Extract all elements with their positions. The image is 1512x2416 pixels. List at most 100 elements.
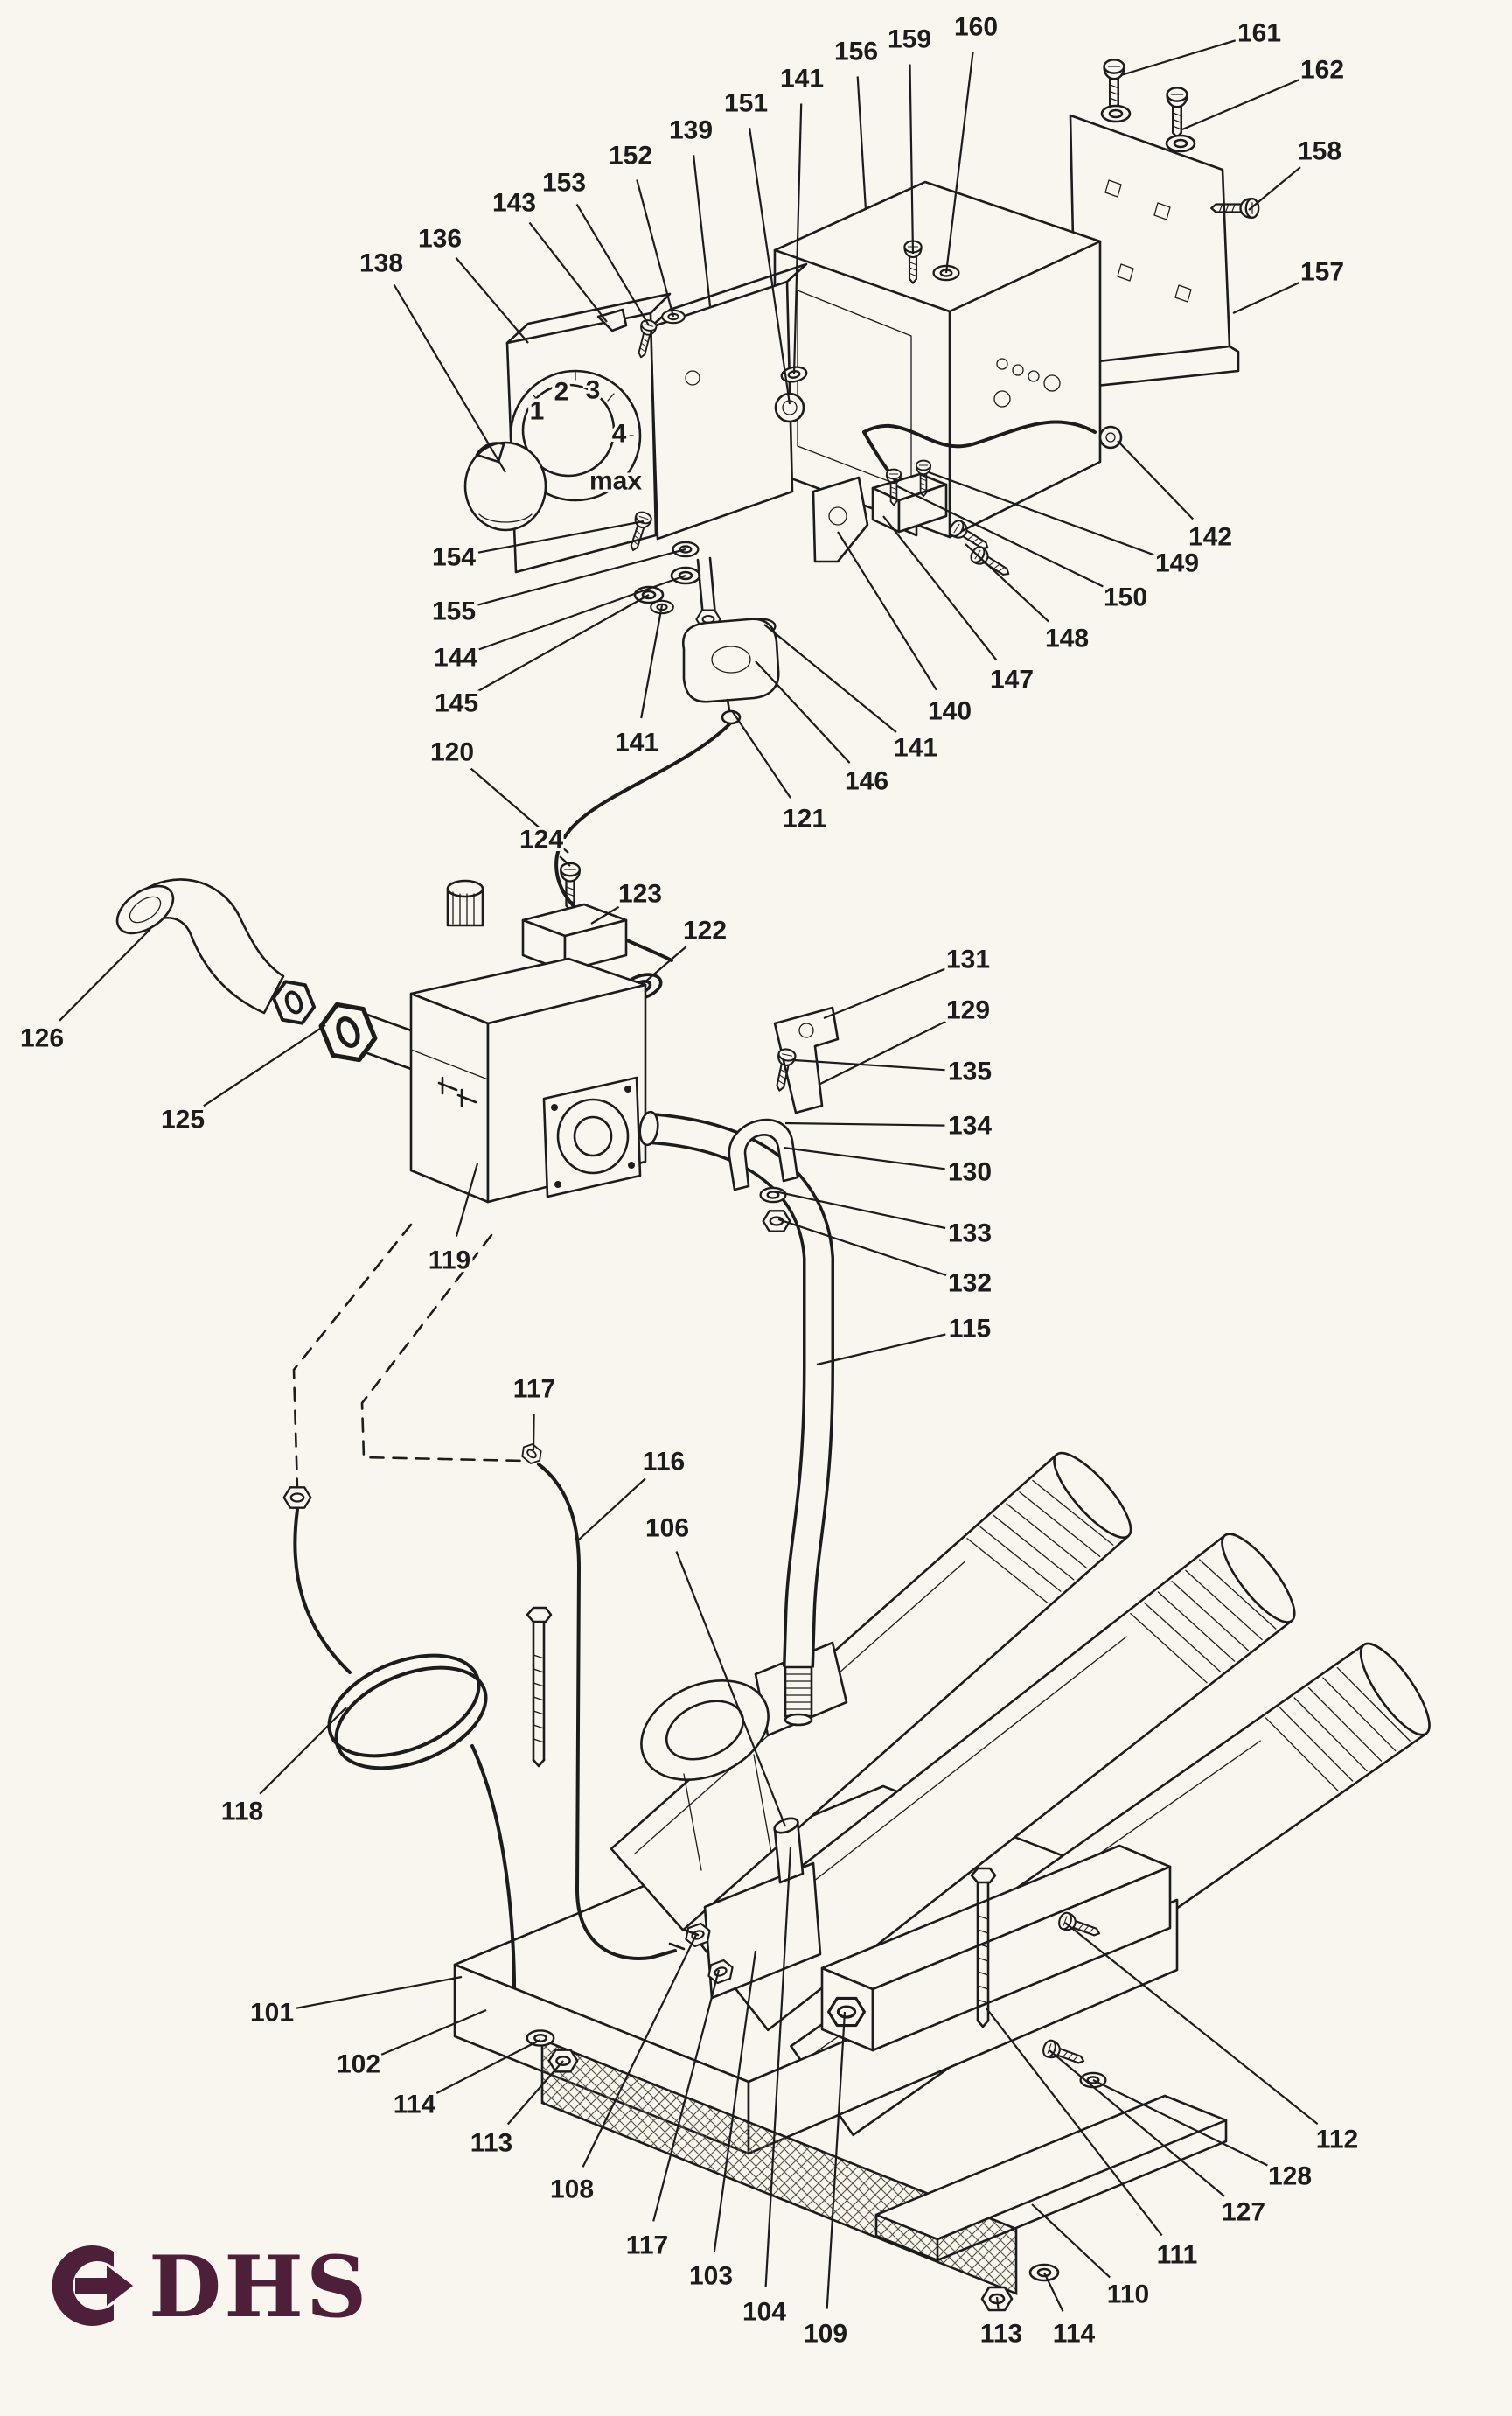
leader-line-146-22 bbox=[755, 660, 851, 764]
part-label-159-9: 159 bbox=[888, 25, 931, 54]
leader-line-155-25 bbox=[477, 548, 686, 606]
part-label-1-64: 1 bbox=[530, 397, 545, 426]
part-label-132-39: 132 bbox=[948, 1269, 992, 1298]
part-label-162-12: 162 bbox=[1300, 56, 1344, 85]
part-label-145-27: 145 bbox=[435, 689, 478, 718]
part-label-114-50: 114 bbox=[394, 2091, 436, 2119]
leader-line-129-34 bbox=[818, 1020, 946, 1086]
gas-valve-assembly bbox=[115, 862, 666, 1204]
leader-line-158-13 bbox=[1248, 166, 1301, 211]
assembly-alignment-lines bbox=[292, 1223, 526, 1491]
leader-line-157-14 bbox=[1232, 281, 1300, 314]
part-label-102-49: 102 bbox=[337, 2050, 380, 2079]
part-label-101-48: 101 bbox=[250, 1999, 294, 2028]
part-label-max-68: max bbox=[589, 467, 642, 496]
leader-line-123-31 bbox=[590, 905, 620, 925]
part-label-149-16: 149 bbox=[1155, 549, 1199, 578]
leader-line-119-43 bbox=[455, 1163, 479, 1237]
leader-line-160-10 bbox=[944, 52, 974, 274]
part-label-122-32: 122 bbox=[683, 917, 727, 946]
leader-line-131-33 bbox=[823, 967, 946, 1020]
dhs-logo: DHS bbox=[52, 2238, 366, 2336]
leader-line-112-63 bbox=[1064, 1922, 1319, 2126]
leader-line-144-26 bbox=[478, 574, 686, 651]
leader-line-106-46 bbox=[675, 1551, 787, 1827]
part-label-143-2: 143 bbox=[492, 189, 536, 218]
leader-line-126-41 bbox=[59, 928, 151, 1022]
part-label-111-60: 111 bbox=[1157, 2241, 1198, 2270]
leader-line-124-30 bbox=[559, 855, 571, 867]
part-label-119-43: 119 bbox=[429, 1246, 470, 1275]
leader-line-152-4 bbox=[636, 179, 675, 318]
part-label-131-33: 131 bbox=[946, 946, 990, 974]
part-label-146-22: 146 bbox=[845, 767, 888, 796]
part-label-141-28: 141 bbox=[615, 729, 658, 758]
part-label-157-14: 157 bbox=[1300, 258, 1344, 287]
burner-tube-2 bbox=[700, 1533, 1296, 2032]
part-label-113-57: 113 bbox=[980, 2320, 1022, 2349]
pilot-tubing-coil bbox=[282, 1486, 488, 1770]
leader-line-101-48 bbox=[296, 1975, 463, 2009]
mounting-plate bbox=[649, 262, 809, 541]
leader-line-122-32 bbox=[643, 946, 687, 984]
leader-line-109-56 bbox=[826, 2011, 847, 2309]
part-label-141-7: 141 bbox=[780, 65, 824, 94]
leader-line-142-15 bbox=[1117, 440, 1194, 520]
leader-line-104-55 bbox=[764, 1847, 792, 2287]
part-label-141-21: 141 bbox=[894, 734, 937, 763]
leader-line-141-28 bbox=[640, 604, 664, 719]
part-label-140-20: 140 bbox=[928, 697, 972, 726]
leader-line-121-23 bbox=[732, 711, 792, 799]
part-label-161-11: 161 bbox=[1237, 19, 1281, 48]
part-label-126-41: 126 bbox=[20, 1024, 64, 1053]
part-label-117-44: 117 bbox=[513, 1375, 555, 1404]
part-label-118-47: 118 bbox=[221, 1798, 263, 1826]
leader-line-140-20 bbox=[837, 531, 937, 691]
leader-line-141-21 bbox=[763, 624, 897, 733]
part-label-103-54: 103 bbox=[689, 2262, 733, 2291]
part-label-4-67: 4 bbox=[612, 420, 627, 449]
part-label-158-13: 158 bbox=[1298, 137, 1341, 166]
part-label-148-18: 148 bbox=[1045, 625, 1089, 653]
leader-line-134-36 bbox=[784, 1121, 945, 1127]
leader-line-151-6 bbox=[749, 128, 791, 405]
part-label-109-56: 109 bbox=[804, 2320, 847, 2349]
burner-manifold-assembly bbox=[453, 1440, 1431, 2312]
leader-line-136-1 bbox=[455, 256, 529, 344]
leader-line-113-57 bbox=[995, 2296, 1000, 2309]
leader-line-147-19 bbox=[882, 515, 998, 661]
part-label-117-53: 117 bbox=[626, 2231, 668, 2260]
part-label-134-36: 134 bbox=[948, 1112, 992, 1141]
leader-line-138-0 bbox=[393, 283, 506, 473]
leader-line-114-58 bbox=[1043, 2272, 1064, 2312]
leader-line-154-24 bbox=[477, 520, 645, 554]
control-bracket-dial bbox=[463, 292, 686, 574]
part-label-112-63: 112 bbox=[1316, 2126, 1358, 2154]
leader-line-125-42 bbox=[203, 1024, 326, 1107]
part-label-125-42: 125 bbox=[161, 1106, 205, 1135]
leader-line-120-29 bbox=[470, 767, 569, 854]
leader-line-108-52 bbox=[582, 1934, 697, 2168]
leader-line-132-39 bbox=[777, 1218, 947, 1277]
part-label-153-3: 153 bbox=[542, 169, 586, 198]
part-label-133-38: 133 bbox=[948, 1219, 992, 1248]
part-label-121-23: 121 bbox=[783, 805, 826, 834]
leader-line-156-8 bbox=[856, 76, 867, 211]
pilot-igniter-cluster bbox=[624, 509, 780, 725]
part-label-115-40: 115 bbox=[949, 1315, 991, 1344]
part-label-147-19: 147 bbox=[990, 666, 1034, 695]
leader-line-113-51 bbox=[506, 2060, 564, 2126]
part-label-108-52: 108 bbox=[550, 2175, 594, 2204]
part-label-129-34: 129 bbox=[946, 996, 990, 1025]
leader-line-127-61 bbox=[1049, 2049, 1225, 2197]
leader-line-114-50 bbox=[435, 2039, 541, 2094]
part-label-127-61: 127 bbox=[1222, 2198, 1265, 2227]
leader-line-103-54 bbox=[713, 1950, 757, 2252]
part-label-144-26: 144 bbox=[434, 644, 477, 673]
part-label-114-58: 114 bbox=[1053, 2320, 1096, 2349]
leader-line-135-35 bbox=[793, 1058, 945, 1072]
part-label-155-25: 155 bbox=[432, 597, 476, 626]
